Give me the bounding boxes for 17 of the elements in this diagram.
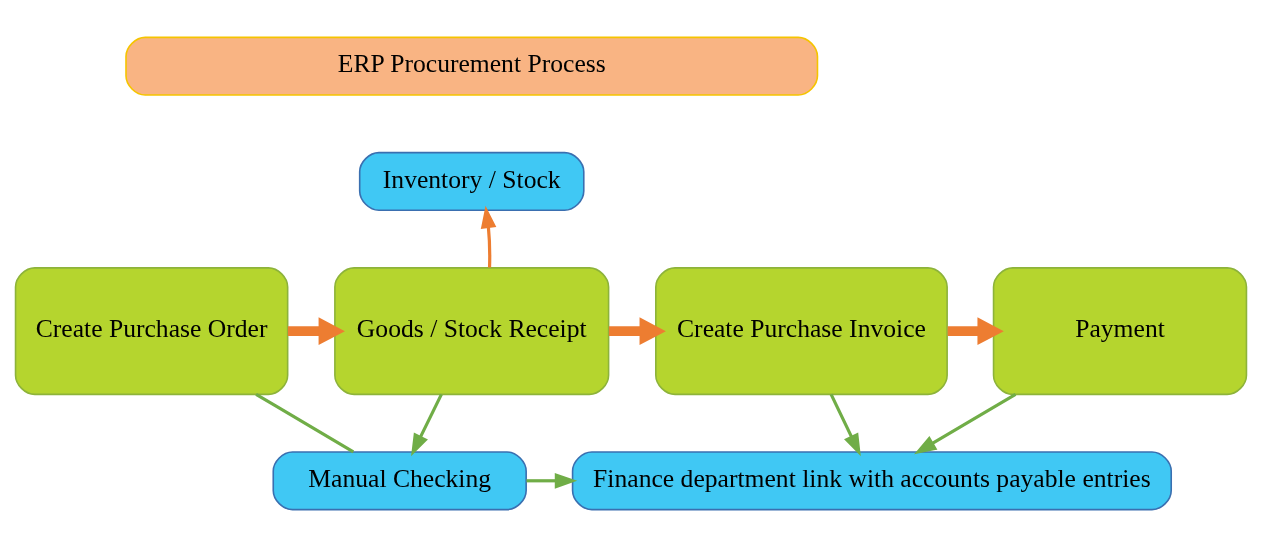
node-box: Create Purchase Order <box>14 266 289 395</box>
node-box: Inventory / Stock <box>358 151 585 211</box>
node-box: ERP Procurement Process <box>125 36 819 96</box>
arrow <box>608 316 666 345</box>
node-box: Payment <box>992 266 1248 395</box>
node-box: Goods / Stock Receipt <box>334 266 610 395</box>
node-box: Finance department link with accounts payable entries <box>571 450 1172 510</box>
arrow <box>480 205 497 268</box>
connector <box>255 392 355 453</box>
arrow <box>829 393 861 456</box>
arrow <box>526 472 578 489</box>
arrow <box>287 316 345 345</box>
node-box: Create Purchase Invoice <box>655 266 948 395</box>
arrow <box>947 316 1004 345</box>
node-box: Manual Checking <box>272 450 527 510</box>
arrow <box>914 392 1017 454</box>
arrow <box>411 393 443 456</box>
